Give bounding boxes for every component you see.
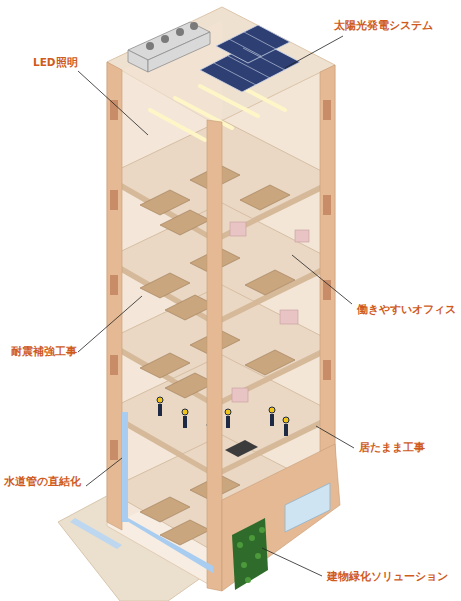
leader-lines — [78, 36, 354, 576]
callout-label: LED照明 — [32, 56, 79, 69]
callout-label: 建物緑化ソリューション — [326, 570, 449, 583]
callout-label: 働きやすいオフィス — [356, 303, 457, 316]
callout-label: 居たまま工事 — [358, 441, 426, 454]
callout-label: 太陽光発電システム — [333, 19, 434, 32]
callout-label: 水道管の直結化 — [3, 475, 82, 488]
callout-label: 耐震補強工事 — [10, 345, 78, 358]
